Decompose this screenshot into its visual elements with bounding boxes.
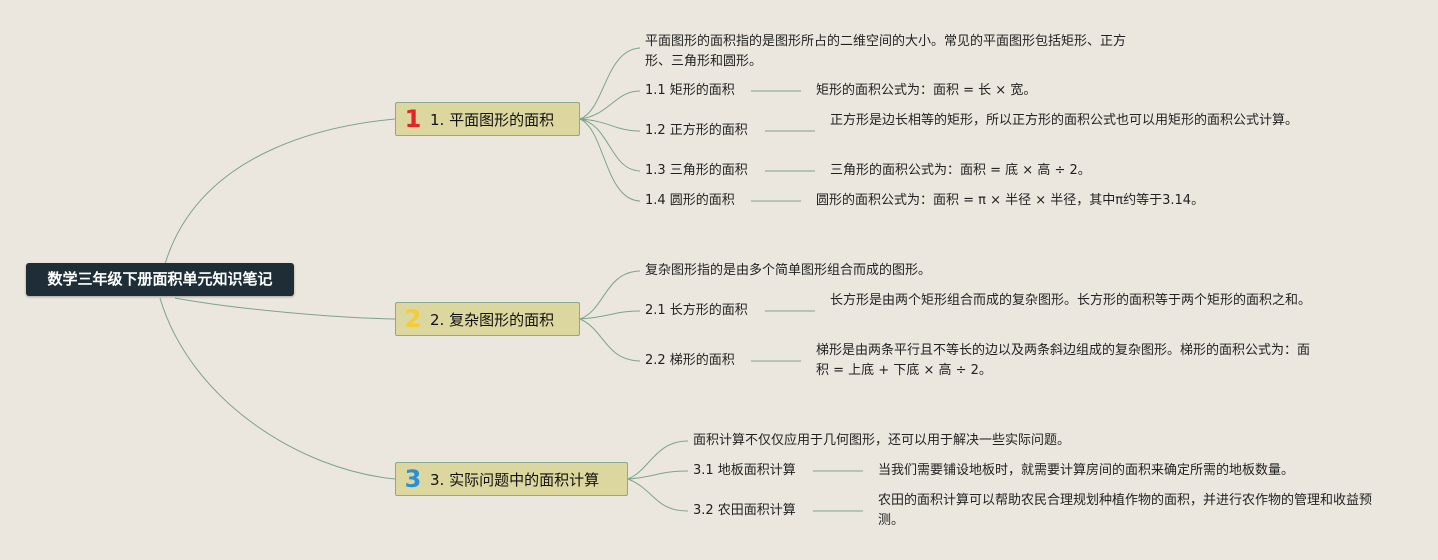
subtopic-1-2-detail[interactable]: 正方形是边长相等的矩形，所以正方形的面积公式也可以用矩形的面积公式计算。 (830, 113, 1299, 128)
subtopic-1-3-detail[interactable]: 三角形的面积公式为：面积 = 底 × 高 ÷ 2。 (830, 163, 1091, 178)
topic-1-intro[interactable]: 平面图形的面积指的是图形所占的二维空间的大小。常见的平面图形包括矩形、正方形、三… (645, 34, 1127, 69)
subtopic-2-1[interactable]: 2.1 长方形的面积 (645, 303, 748, 318)
topic-2-intro[interactable]: 复杂图形指的是由多个简单图形组合而成的图形。 (645, 263, 932, 278)
number-2-icon: 2 (404, 305, 422, 333)
subtopic-3-1-detail[interactable]: 当我们需要铺设地板时，就需要计算房间的面积来确定所需的地板数量。 (878, 463, 1295, 478)
subtopic-1-1[interactable]: 1.1 矩形的面积 (645, 83, 735, 98)
subtopic-1-1-detail[interactable]: 矩形的面积公式为：面积 = 长 × 宽。 (816, 83, 1037, 98)
subtopic-2-2[interactable]: 2.2 梯形的面积 (645, 353, 735, 368)
topic-node-3[interactable]: 3 3. 实际问题中的面积计算 (395, 462, 628, 496)
topic-node-1[interactable]: 1 1. 平面图形的面积 (395, 102, 580, 136)
subtopic-3-1[interactable]: 3.1 地板面积计算 (693, 463, 796, 478)
subtopic-2-2-detail[interactable]: 梯形是由两条平行且不等长的边以及两条斜边组成的复杂图形。梯形的面积公式为：面积 … (816, 343, 1311, 378)
topic-label: 1. 平面图形的面积 (430, 110, 555, 129)
topic-label: 3. 实际问题中的面积计算 (430, 470, 600, 489)
number-1-icon: 1 (404, 105, 422, 133)
topic-label: 2. 复杂图形的面积 (430, 310, 555, 329)
topic-node-2[interactable]: 2 2. 复杂图形的面积 (395, 302, 580, 336)
subtopic-3-2-detail[interactable]: 农田的面积计算可以帮助农民合理规划种植作物的面积，并进行农作物的管理和收益预测。 (878, 493, 1373, 528)
root-node[interactable]: 数学三年级下册面积单元知识笔记 (26, 263, 294, 296)
subtopic-1-3[interactable]: 1.3 三角形的面积 (645, 163, 748, 178)
subtopic-3-2[interactable]: 3.2 农田面积计算 (693, 503, 796, 518)
topic-3-intro[interactable]: 面积计算不仅仅应用于几何图形，还可以用于解决一些实际问题。 (693, 433, 1071, 448)
subtopic-1-4[interactable]: 1.4 圆形的面积 (645, 193, 735, 208)
subtopic-1-2[interactable]: 1.2 正方形的面积 (645, 123, 748, 138)
number-3-icon: 3 (404, 465, 422, 493)
subtopic-1-4-detail[interactable]: 圆形的面积公式为：面积 = π × 半径 × 半径，其中π约等于3.14。 (816, 193, 1205, 208)
subtopic-2-1-detail[interactable]: 长方形是由两个矩形组合而成的复杂图形。长方形的面积等于两个矩形的面积之和。 (830, 293, 1312, 308)
